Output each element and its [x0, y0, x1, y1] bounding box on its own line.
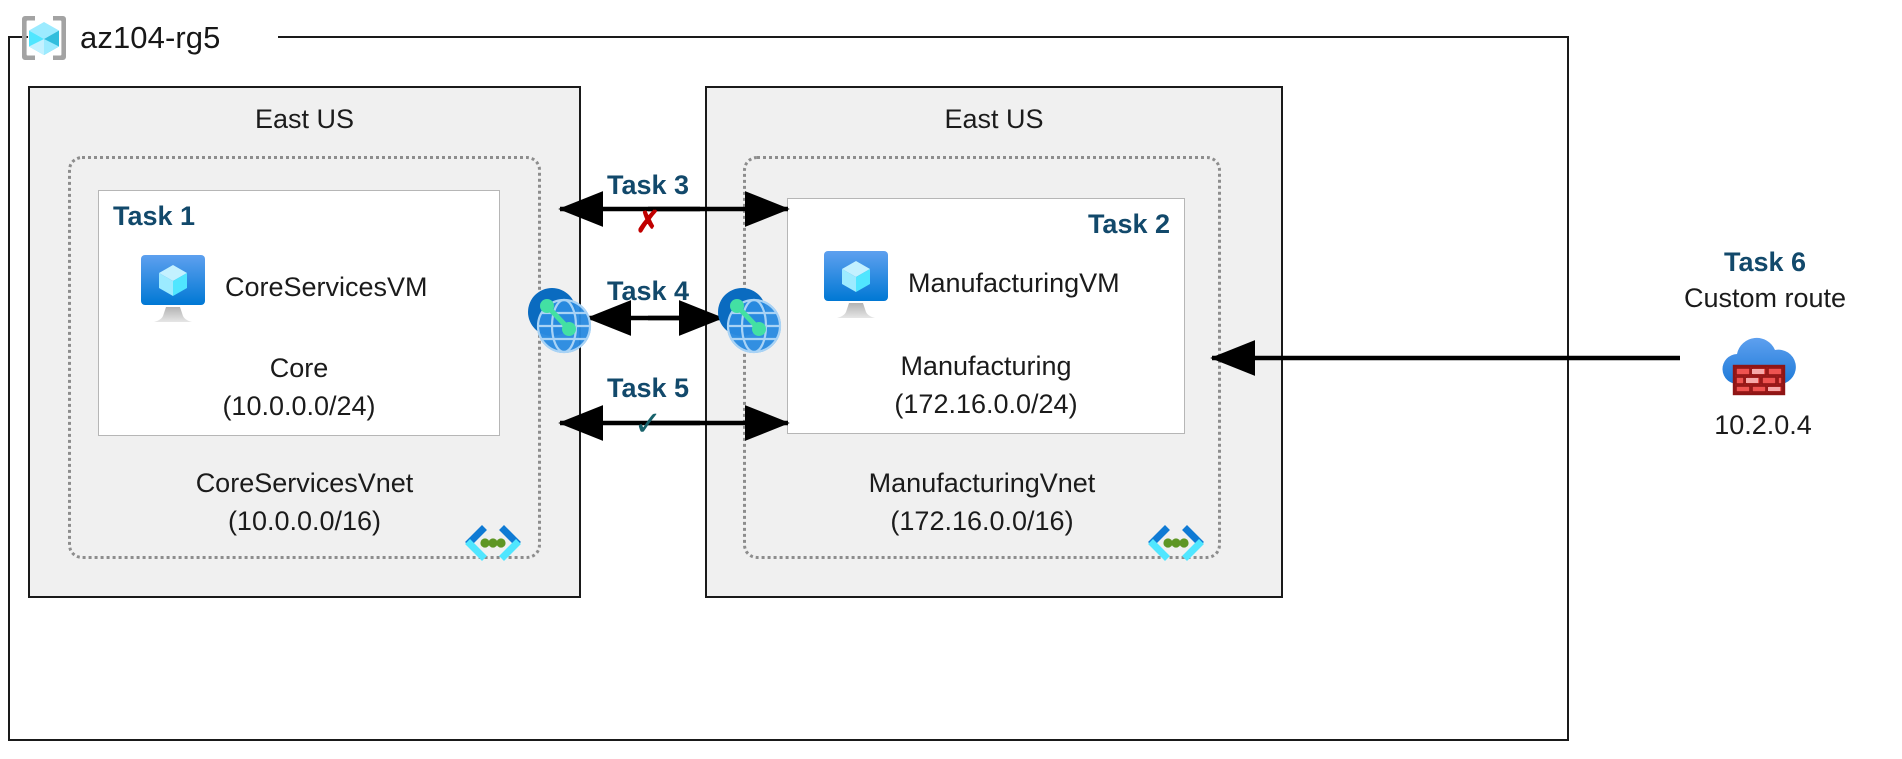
vm-core: CoreServicesVM [135, 249, 428, 325]
region-title-right: East US [944, 104, 1044, 134]
vnet-peering-icon-left [520, 282, 596, 358]
virtual-machine-icon [135, 249, 211, 325]
vm-manufacturing: ManufacturingVM [818, 245, 1120, 321]
firewall-icon [1716, 330, 1804, 402]
task-label-4: Task 4 [606, 276, 690, 306]
subnet-box-manufacturing: Task 2 [787, 198, 1185, 434]
task-label-2: Task 2 [1087, 209, 1170, 239]
vnet-cidr-manufacturing: (172.16.0.0/16) [890, 506, 1074, 537]
vm-name-core: CoreServicesVM [225, 271, 428, 302]
virtual-machine-icon [818, 245, 894, 321]
resource-group-frame [8, 36, 1569, 741]
resource-group-name: az104-rg5 [80, 20, 221, 55]
task-label-1: Task 1 [113, 201, 196, 231]
azure-resource-group-icon [18, 12, 70, 64]
vnet-icon-core [462, 520, 524, 570]
task-label-6: Task 6 [1723, 247, 1807, 277]
task-label-3: Task 3 [606, 170, 690, 200]
task-5-marker: ✓ [633, 405, 663, 443]
vnet-name-core: CoreServicesVnet [195, 468, 414, 498]
vm-name-manufacturing: ManufacturingVM [908, 267, 1120, 298]
task-3-marker: ✗ [635, 206, 661, 239]
firewall-ip-label: 10.2.0.4 [1714, 410, 1812, 440]
vnet-name-manufacturing: ManufacturingVnet [868, 468, 1096, 498]
subnet-name-core: Core [269, 353, 329, 383]
vnet-box-core [68, 156, 541, 559]
subnet-cidr-manufacturing: (172.16.0.0/24) [894, 389, 1078, 420]
resource-group-header: az104-rg5 [18, 10, 221, 66]
region-title-left: East US [254, 104, 355, 134]
subnet-box-core: Task 1 [98, 190, 500, 436]
subnet-name-manufacturing: Manufacturing [900, 351, 1072, 381]
task-label-5: Task 5 [606, 373, 690, 403]
vnet-peering-icon-right [710, 282, 786, 358]
vnet-cidr-core: (10.0.0.0/16) [227, 506, 382, 537]
custom-route-title: Custom route [1683, 282, 1847, 313]
subnet-cidr-core: (10.0.0.0/24) [222, 391, 376, 422]
resource-group-label-mask [28, 14, 278, 60]
vnet-icon-manufacturing [1145, 520, 1207, 570]
